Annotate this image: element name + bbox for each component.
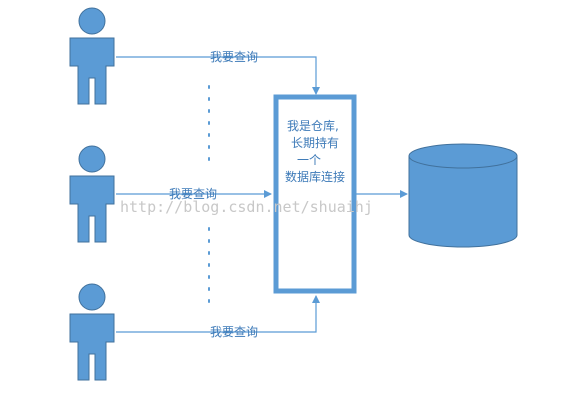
query-label-2: 我要查询 xyxy=(169,187,217,201)
warehouse-box xyxy=(273,94,357,294)
watermark: http://blog.csdn.net/shuaihj xyxy=(120,198,373,216)
query-label-3: 我要查询 xyxy=(210,325,258,339)
warehouse-line-3: 一个 xyxy=(297,153,321,167)
query-connector-1 xyxy=(116,56,320,95)
person-icon-3 xyxy=(69,283,115,381)
warehouse-line-2: 长期持有 xyxy=(291,135,339,150)
query-label-1: 我要查询 xyxy=(210,50,258,64)
person-icon-2 xyxy=(69,145,115,243)
person-icon-1 xyxy=(69,7,115,105)
warehouse-line-1: 我是仓库, xyxy=(287,118,339,133)
warehouse-line-4: 数据库连接 xyxy=(285,169,345,184)
query-connector-3 xyxy=(116,295,320,333)
database-cylinder-icon xyxy=(408,143,518,248)
